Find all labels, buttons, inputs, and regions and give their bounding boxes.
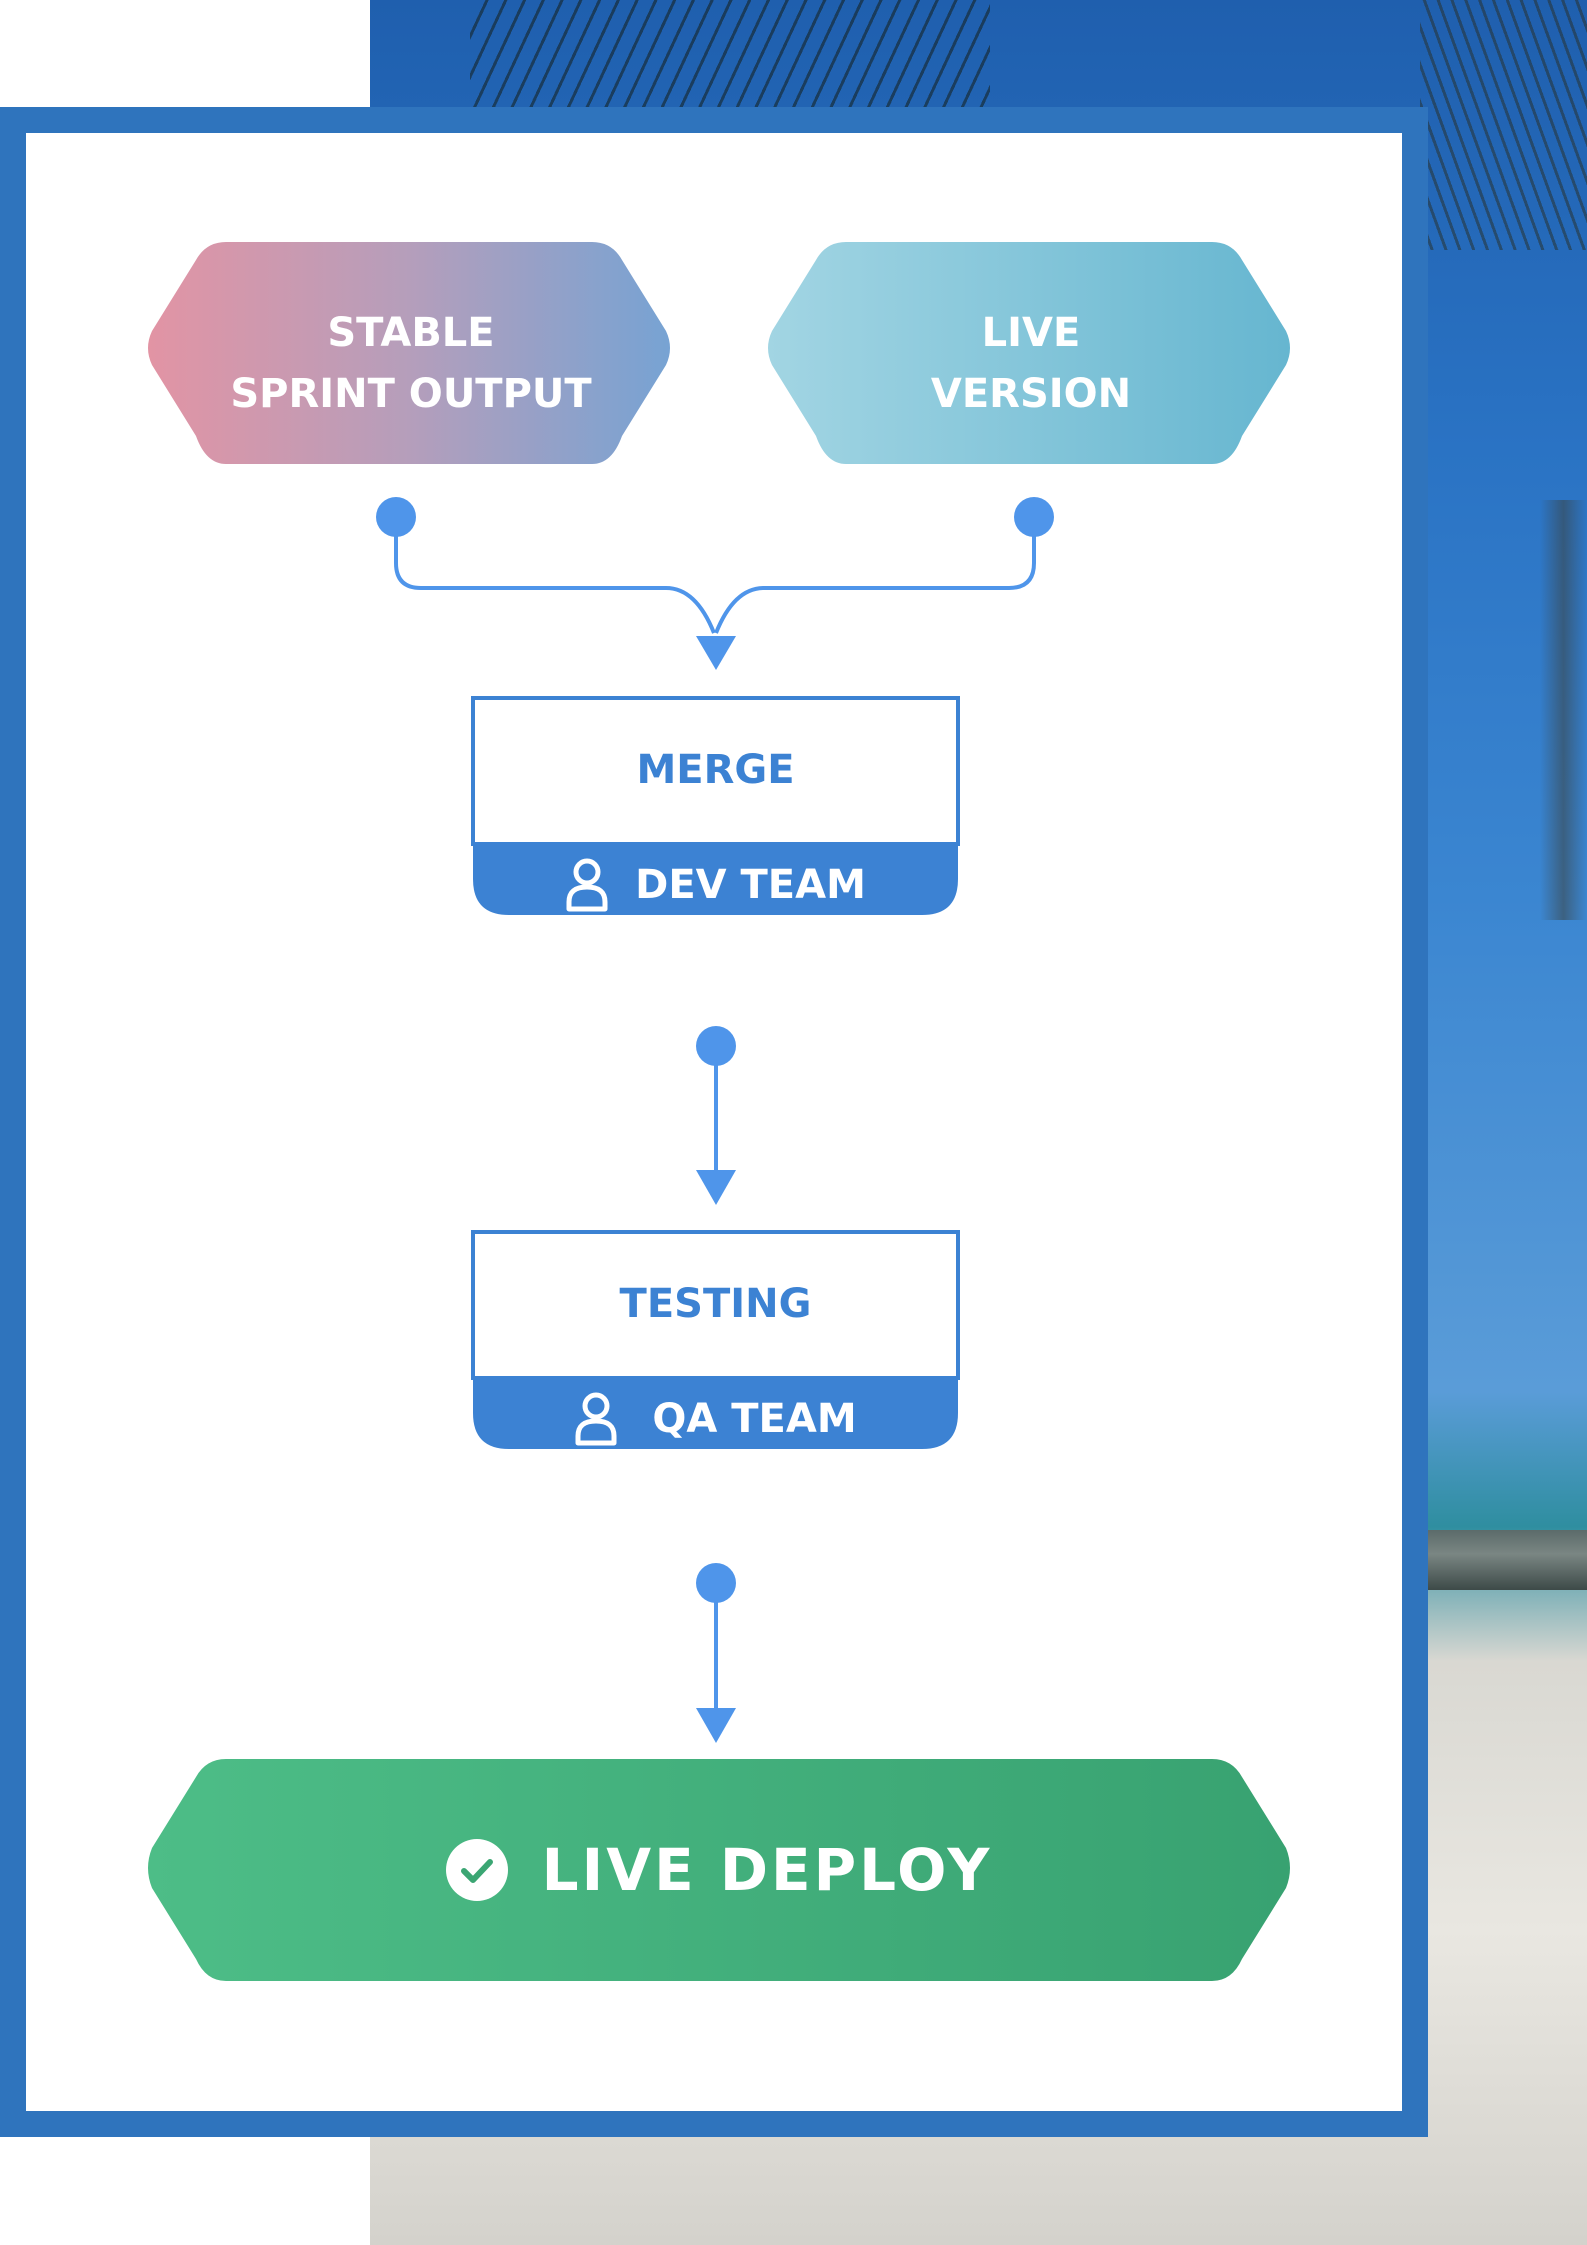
- testing-title: TESTING: [619, 1281, 812, 1327]
- palm-fronds: [470, 0, 990, 110]
- arrow-to-merge: [696, 636, 736, 670]
- live-version-shape: [768, 242, 1290, 464]
- connector-dot-right: [1014, 497, 1054, 537]
- stable-label-line2: SPRINT OUTPUT: [230, 371, 592, 417]
- palm-fronds-right: [1420, 0, 1587, 250]
- pier: [1425, 1530, 1587, 1590]
- stable-label-line1: STABLE: [327, 310, 495, 356]
- merge-title: MERGE: [636, 747, 795, 793]
- live-deploy-label: LIVE DEPLOY: [541, 1836, 993, 1904]
- check-circle-icon: [445, 1839, 508, 1901]
- stable-sprint-output-shape: [148, 242, 670, 464]
- live-deploy: LIVE DEPLOY: [144, 1759, 1294, 1981]
- dev-team-label: DEV TEAM: [635, 862, 866, 908]
- person-icon: [566, 858, 608, 912]
- diagram-card: STABLE SPRINT OUTPUT LIVE VERSION MERGE …: [0, 107, 1428, 2137]
- qa-team-label: QA TEAM: [652, 1396, 857, 1442]
- person-icon: [575, 1392, 617, 1446]
- merge-connector: [394, 517, 1036, 634]
- testing-team: QA TEAM: [473, 1389, 958, 1449]
- live-version-line2: VERSION: [930, 371, 1132, 417]
- palm-trunk: [1540, 500, 1587, 920]
- arrow-to-testing: [696, 1170, 736, 1205]
- connector-dot-left: [376, 497, 416, 537]
- arrow-to-deploy: [696, 1708, 736, 1743]
- testing-box: [471, 1230, 960, 1449]
- live-version-label: LIVE VERSION: [821, 303, 1241, 425]
- merge-team: DEV TEAM: [473, 855, 958, 915]
- diagram-panel: STABLE SPRINT OUTPUT LIVE VERSION MERGE …: [26, 133, 1402, 2111]
- live-deploy-shape: [148, 1759, 1290, 1981]
- connector-dot-merge: [696, 1026, 736, 1066]
- connector-dot-testing: [696, 1563, 736, 1603]
- stable-sprint-output-label: STABLE SPRINT OUTPUT: [201, 303, 621, 425]
- live-version-line1: LIVE: [981, 310, 1081, 356]
